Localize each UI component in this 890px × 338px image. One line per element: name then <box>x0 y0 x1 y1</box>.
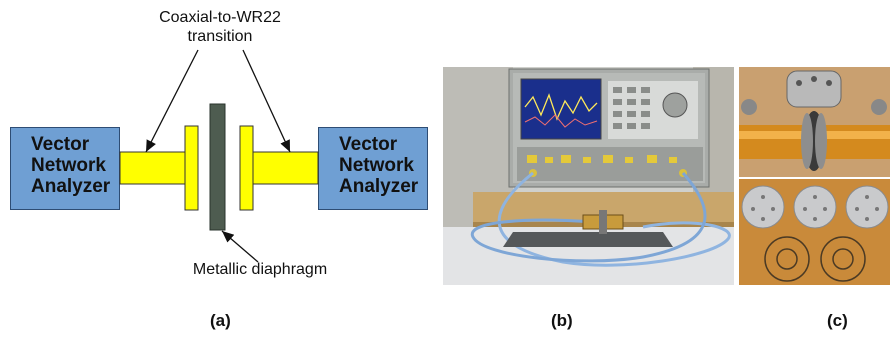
transition-arrow-left <box>145 49 199 153</box>
transition-label-line-2: transition <box>187 28 253 45</box>
diaphragm-arrow <box>221 230 259 263</box>
left-vna-line-1: Vector <box>31 134 90 155</box>
caption-c: (c) <box>827 311 848 330</box>
metallic-diaphragm <box>209 103 226 231</box>
waveguide-fixture-photo <box>739 67 890 177</box>
diaphragm-samples-photo <box>739 179 890 285</box>
transition-label-line-1: Coaxial-to-WR22 <box>159 9 281 26</box>
left-vna-line-3: Analyzer <box>31 176 111 197</box>
left-waveguide <box>119 151 186 185</box>
right-vna-line-3: Analyzer <box>339 176 419 197</box>
left-flange <box>184 125 199 211</box>
transition-label: Coaxial-to-WR22 transition <box>145 8 295 46</box>
schematic-drawing <box>119 49 319 263</box>
right-flange <box>239 125 254 211</box>
left-vna-box: Vector Network Analyzer <box>10 127 120 210</box>
measurement-setup-photo <box>443 67 734 285</box>
caption-b: (b) <box>551 311 573 330</box>
right-vna-line-1: Vector <box>339 134 398 155</box>
caption-a: (a) <box>210 311 231 330</box>
right-waveguide <box>252 151 319 185</box>
left-vna-line-2: Network <box>31 155 106 176</box>
transition-arrow-right <box>242 49 291 153</box>
right-vna-line-2: Network <box>339 155 414 176</box>
diaphragm-label: Metallic diaphragm <box>192 261 328 278</box>
